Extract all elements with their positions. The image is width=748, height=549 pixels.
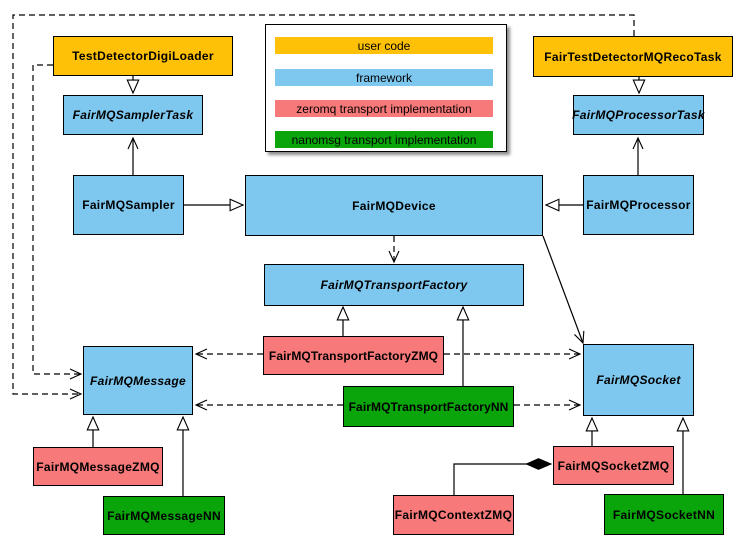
legend-item-nanomsg: nanomsg transport implementation xyxy=(275,131,493,148)
node-fairmq-message: FairMQMessage xyxy=(83,346,193,415)
legend-item-framework: framework xyxy=(275,69,493,86)
legend-box: user code framework zeromq transport imp… xyxy=(265,24,507,152)
edge-composition-contextzmq-socketzmq xyxy=(453,464,551,495)
node-fairmq-socket-nn: FairMQSocketNN xyxy=(604,494,724,535)
node-fairmq-transport-factory: FairMQTransportFactory xyxy=(264,264,524,306)
legend-item-user-code: user code xyxy=(275,37,493,54)
node-fairmq-socket: FairMQSocket xyxy=(583,344,694,416)
node-fair-test-detector-mq-reco-task: FairTestDetectorMQRecoTask xyxy=(533,36,733,77)
node-test-detector-digi-loader: TestDetectorDigiLoader xyxy=(53,36,233,76)
node-fairmq-sampler-task: FairMQSamplerTask xyxy=(63,95,203,135)
legend-item-zeromq: zeromq transport implementation xyxy=(275,100,493,117)
node-fairmq-processor-task: FairMQProcessorTask xyxy=(572,95,705,135)
node-fairmq-message-nn: FairMQMessageNN xyxy=(103,496,225,535)
node-fairmq-device: FairMQDevice xyxy=(245,175,543,236)
edge-association-device-socket xyxy=(542,235,585,345)
node-fairmq-transport-factory-nn: FairMQTransportFactoryNN xyxy=(343,386,514,427)
node-fairmq-processor: FairMQProcessor xyxy=(583,175,694,235)
node-fairmq-message-zmq: FairMQMessageZMQ xyxy=(33,447,163,486)
node-fairmq-context-zmq: FairMQContextZMQ xyxy=(393,495,514,535)
node-fairmq-transport-factory-zmq: FairMQTransportFactoryZMQ xyxy=(263,336,444,375)
node-fairmq-sampler: FairMQSampler xyxy=(73,175,184,235)
node-fairmq-socket-zmq: FairMQSocketZMQ xyxy=(553,446,674,485)
